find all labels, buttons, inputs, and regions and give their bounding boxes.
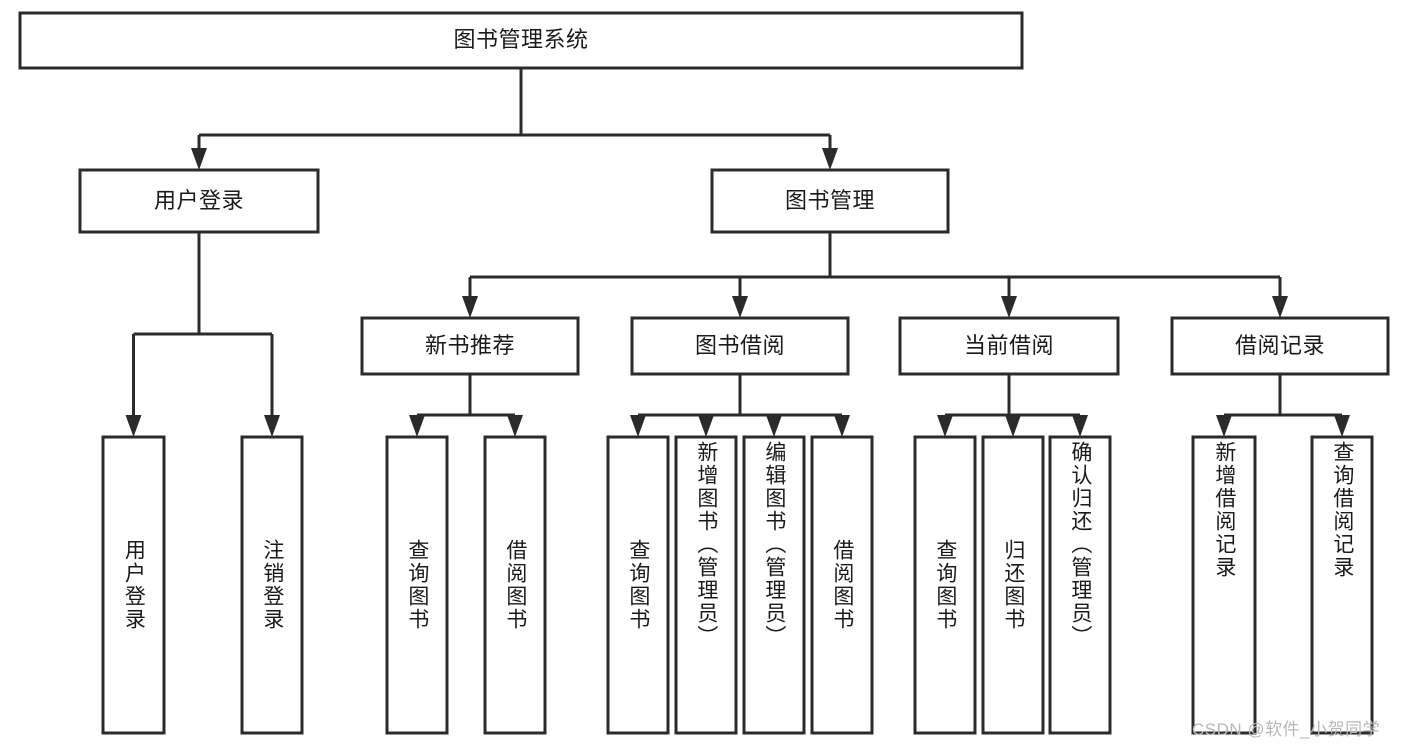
- node-level2-图书管理[interactable]: [710, 168, 950, 234]
- node-boxes-layer: [18, 11, 1390, 735]
- arrow-head-icon: [462, 296, 478, 318]
- arrow-head-icon: [1005, 415, 1021, 437]
- arrow-head-icon: [698, 415, 714, 437]
- arrow-head-icon: [125, 415, 142, 437]
- arrow-head-icon: [191, 148, 207, 170]
- arrow-head-icon: [1072, 415, 1088, 437]
- arrow-head-icon: [1272, 296, 1288, 318]
- arrow-head-icon: [822, 148, 838, 170]
- arrow-head-icon: [1001, 296, 1017, 318]
- watermark-text: CSDN @软件_小贺同学: [1192, 720, 1381, 739]
- arrow-head-icon: [1216, 415, 1232, 437]
- node-leaf-10[interactable]: [1048, 435, 1112, 735]
- arrow-head-icon: [409, 415, 425, 437]
- arrow-head-icon: [630, 415, 646, 437]
- arrow-head-icon: [264, 415, 280, 437]
- node-level3-新书推荐[interactable]: [360, 316, 580, 376]
- node-leaf-1[interactable]: [240, 435, 304, 735]
- arrow-head-icon: [507, 415, 523, 437]
- node-leaf-8[interactable]: [913, 435, 977, 735]
- node-level3-图书借阅[interactable]: [630, 316, 850, 376]
- node-level2-用户登录[interactable]: [78, 168, 320, 234]
- node-leaf-0[interactable]: [101, 435, 166, 735]
- arrow-head-icon: [732, 296, 748, 318]
- node-level3-借阅记录[interactable]: [1170, 316, 1390, 376]
- node-leaf-5[interactable]: [674, 435, 738, 735]
- node-leaf-12[interactable]: [1310, 435, 1374, 735]
- node-level3-当前借阅[interactable]: [898, 316, 1120, 376]
- node-leaf-2[interactable]: [385, 435, 449, 735]
- node-leaf-3[interactable]: [483, 435, 547, 735]
- node-leaf-11[interactable]: [1191, 435, 1257, 735]
- node-leaf-4[interactable]: [606, 435, 670, 735]
- connectors-layer: [125, 68, 1350, 437]
- arrow-head-icon: [937, 415, 953, 437]
- node-leaf-9[interactable]: [981, 435, 1045, 735]
- arrow-head-icon: [1334, 415, 1350, 437]
- arrow-head-icon: [834, 415, 850, 437]
- node-leaf-7[interactable]: [810, 435, 874, 735]
- node-root-图书管理系统[interactable]: [18, 11, 1024, 70]
- arrow-head-icon: [766, 415, 782, 437]
- node-leaf-6[interactable]: [742, 435, 806, 735]
